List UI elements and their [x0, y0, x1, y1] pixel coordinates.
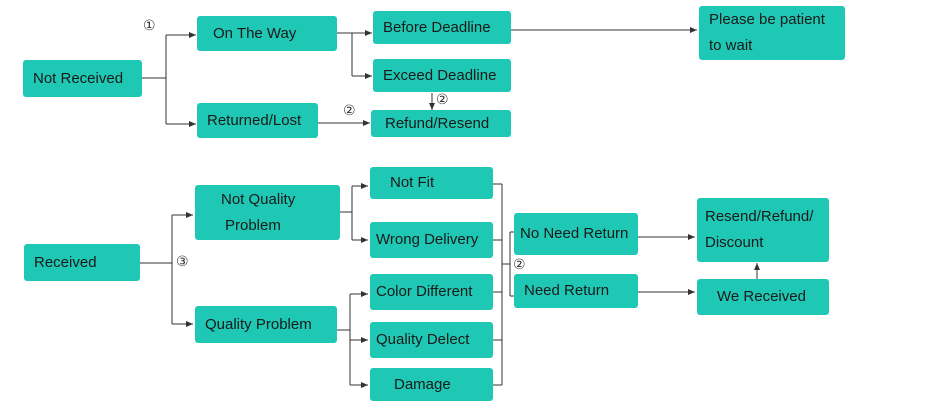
node-returned-lost: Returned/Lost	[197, 103, 318, 138]
node-no-need-return: No Need Return	[514, 213, 638, 255]
node-label: Wrong Delivery	[376, 231, 479, 248]
step-marker-2: ②	[343, 103, 356, 119]
node-color-different: Color Different	[370, 274, 493, 310]
node-refund-resend: Refund/Resend	[371, 110, 511, 137]
node-damage: Damage	[370, 368, 493, 401]
node-label: Please be patient	[709, 11, 825, 28]
node-before-deadline: Before Deadline	[373, 11, 511, 44]
node-quality-delect: Quality Delect	[370, 322, 493, 358]
node-label: We Received	[717, 288, 806, 305]
node-wrong-delivery: Wrong Delivery	[370, 222, 493, 258]
node-label: Color Different	[376, 283, 473, 300]
node-label: Quality Problem	[205, 315, 312, 333]
node-label: Not Received	[33, 69, 124, 87]
step-marker-2: ②	[513, 257, 526, 273]
node-label: Problem	[225, 216, 281, 234]
node-label: Quality Delect	[376, 331, 470, 348]
step-marker-3: ③	[176, 254, 189, 270]
node-label: On The Way	[213, 24, 297, 42]
node-label: to wait	[709, 37, 753, 54]
node-label: Not Quality	[221, 190, 296, 208]
node-on-the-way: On The Way	[197, 16, 337, 51]
node-label: Resend/Refund/	[705, 208, 814, 225]
node-quality-problem: Quality Problem	[195, 306, 337, 343]
node-exceed-deadline: Exceed Deadline	[373, 59, 511, 92]
step-marker-2: ②	[436, 92, 449, 108]
node-label: Returned/Lost	[207, 111, 302, 129]
node-label: Before Deadline	[383, 18, 491, 36]
node-resend-refund-discount: Resend/Refund/ Discount	[697, 198, 829, 262]
node-we-received: We Received	[697, 279, 829, 315]
node-not-received: Not Received	[23, 60, 142, 97]
node-need-return: Need Return	[514, 274, 638, 308]
node-received: Received	[24, 244, 140, 281]
node-label: Not Fit	[390, 174, 435, 191]
node-label: Exceed Deadline	[383, 66, 497, 84]
node-label: No Need Return	[520, 225, 629, 242]
node-not-fit: Not Fit	[370, 167, 493, 199]
node-please-wait: Please be patient to wait	[699, 6, 845, 60]
node-not-quality-problem: Not Quality Problem	[195, 185, 340, 240]
node-label: Discount	[705, 234, 764, 251]
node-label: Refund/Resend	[385, 114, 490, 132]
node-label: Need Return	[524, 282, 610, 299]
step-marker-1: ①	[143, 18, 156, 34]
node-label: Received	[34, 253, 97, 271]
node-label: Damage	[394, 375, 451, 393]
